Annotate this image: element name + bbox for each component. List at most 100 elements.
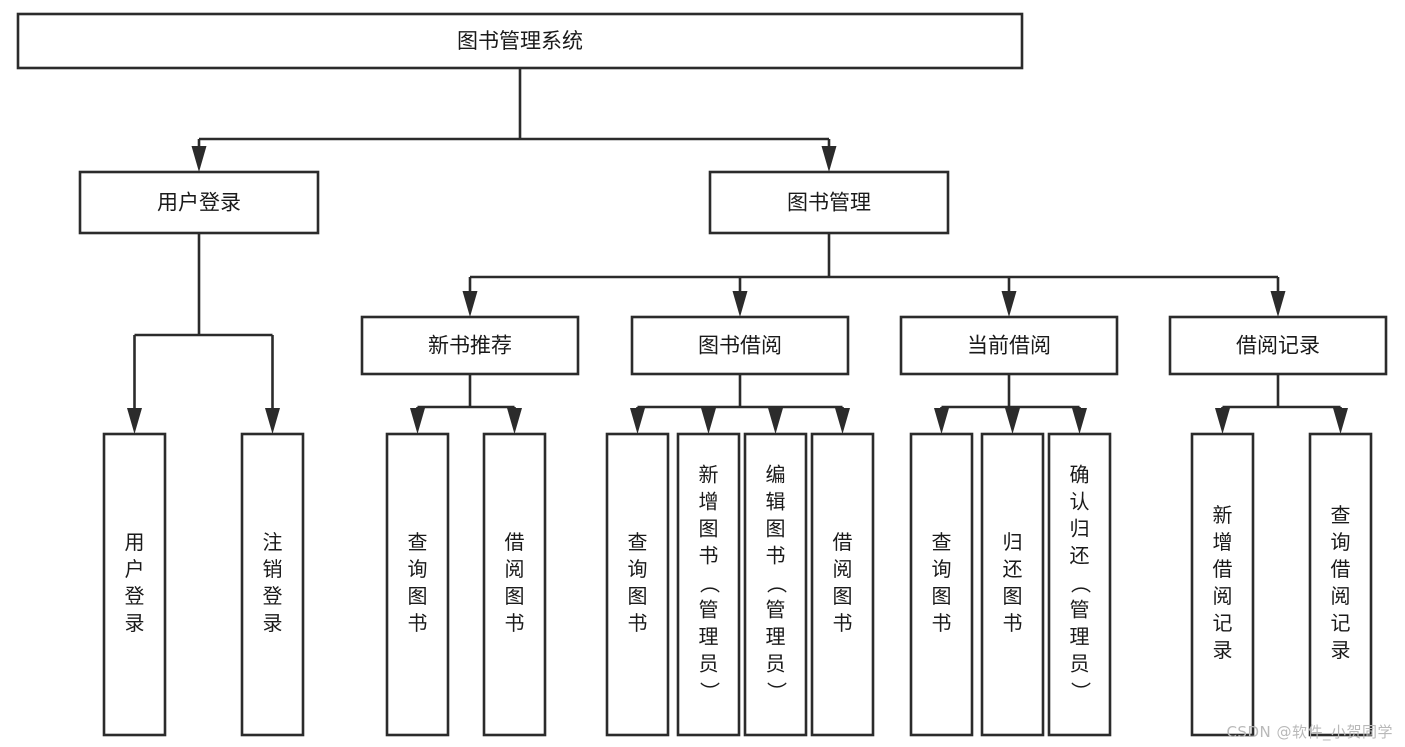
arrow-head-icon (821, 146, 837, 172)
node-leaf-0-char: 登 (125, 584, 145, 608)
node-leaf-9-char: 归 (1003, 530, 1023, 554)
node-leaf-9-box (980, 432, 1045, 737)
node-leaf-3-char: 图 (505, 584, 525, 608)
node-root-system[interactable]: 图书管理系统 (16, 12, 1024, 70)
node-level3-0[interactable]: 新书推荐 (360, 315, 580, 376)
node-leaf-5-char: 增 (699, 490, 719, 514)
node-leaf-11-char: 录 (1213, 638, 1233, 662)
node-leaf-4-char: 询 (628, 557, 648, 581)
node-leaf-12-char: 借 (1331, 557, 1351, 581)
node-leaf-11-char: 借 (1213, 557, 1233, 581)
arrow-head-icon (732, 291, 748, 317)
node-leaf-3-char: 阅 (505, 557, 525, 581)
node-leaf-11-char: 增 (1213, 530, 1233, 554)
node-leaf-10-char: 管 (1070, 598, 1090, 622)
node-level3-1[interactable]: 图书借阅 (630, 315, 850, 376)
node-root-system-box (16, 12, 1024, 70)
node-leaf-0[interactable]: 用户登录 (102, 432, 167, 737)
node-leaf-0-char: 录 (125, 611, 145, 635)
node-leaf-10-char: 认 (1070, 490, 1090, 514)
node-leaf-10-char: 理 (1070, 625, 1090, 649)
node-level3-3-box (1168, 315, 1388, 376)
node-leaf-3-char: 借 (505, 530, 525, 554)
node-leaf-2-box (385, 432, 450, 737)
node-leaf-2-char: 查 (408, 530, 428, 554)
arrow-head-icon (1005, 408, 1020, 434)
node-leaf-5-char: 理 (699, 625, 719, 649)
arrow-head-icon (835, 408, 850, 434)
arrow-head-icon (410, 408, 425, 434)
arrow-head-icon (768, 408, 783, 434)
connectors-layer (127, 68, 1348, 434)
node-leaf-1-box (240, 432, 305, 737)
node-leaf-10-char: 归 (1070, 517, 1090, 541)
node-leaf-11-char: 阅 (1213, 584, 1233, 608)
node-leaf-6-char: 编 (766, 463, 786, 487)
node-leaf-10-char: 员 (1070, 652, 1090, 676)
arrow-head-icon (507, 408, 522, 434)
node-leaf-12-char: 录 (1331, 638, 1351, 662)
node-level3-2[interactable]: 当前借阅 (899, 315, 1119, 376)
arrow-head-icon (1072, 408, 1087, 434)
node-leaf-3-box (482, 432, 547, 737)
node-leaf-8-char: 书 (932, 611, 952, 635)
node-root-system-label: 图书管理系统 (457, 29, 583, 53)
node-level2-1[interactable]: 图书管理 (708, 170, 950, 235)
node-leaf-12-char: 阅 (1331, 584, 1351, 608)
node-leaf-1-char: 注 (263, 530, 283, 554)
node-leaf-3-char: 书 (505, 611, 525, 635)
node-leaf-7-char: 借 (833, 530, 853, 554)
node-leaf-6-char: ） (765, 682, 789, 702)
node-leaf-10-box (1047, 432, 1112, 737)
node-leaf-10-char: 还 (1070, 544, 1090, 568)
node-leaf-6-char: 理 (766, 625, 786, 649)
node-leaf-4-char: 书 (628, 611, 648, 635)
node-leaf-12-char: 查 (1331, 503, 1351, 527)
node-leaf-0-box (102, 432, 167, 737)
node-leaf-7-char: 阅 (833, 557, 853, 581)
node-leaf-6-box (743, 432, 808, 737)
node-leaf-1-char: 登 (263, 584, 283, 608)
node-leaf-4-char: 查 (628, 530, 648, 554)
arrow-head-icon (191, 146, 207, 172)
node-leaf-6-char: 图 (766, 517, 786, 541)
node-level3-0-box (360, 315, 580, 376)
node-leaf-11-char: 新 (1213, 503, 1233, 527)
node-leaf-5-char: 书 (699, 544, 719, 568)
node-leaf-8-box (909, 432, 974, 737)
node-level2-1-box (708, 170, 950, 235)
node-leaf-0-char: 户 (125, 557, 145, 581)
node-leaf-6-char: 管 (766, 598, 786, 622)
arrow-head-icon (127, 408, 142, 434)
node-leaf-5-char: 图 (699, 517, 719, 541)
node-leaf-5-char: （ (698, 574, 722, 594)
node-level3-3[interactable]: 借阅记录 (1168, 315, 1388, 376)
node-leaf-5-char: 新 (699, 463, 719, 487)
node-leaf-10-char: ） (1069, 682, 1093, 702)
node-level3-0-label: 新书推荐 (428, 334, 512, 358)
node-leaf-6-char: 书 (766, 544, 786, 568)
node-level2-0-box (78, 170, 320, 235)
node-level3-2-label: 当前借阅 (967, 334, 1051, 358)
arrow-head-icon (462, 291, 478, 317)
node-level3-1-label: 图书借阅 (698, 334, 782, 358)
arrow-head-icon (934, 408, 949, 434)
node-level2-0[interactable]: 用户登录 (78, 170, 320, 235)
csdn-watermark: CSDN @软件_小贺同学 (1226, 723, 1393, 741)
node-leaf-6-char: 员 (766, 652, 786, 676)
node-leaf-9-char: 书 (1003, 611, 1023, 635)
